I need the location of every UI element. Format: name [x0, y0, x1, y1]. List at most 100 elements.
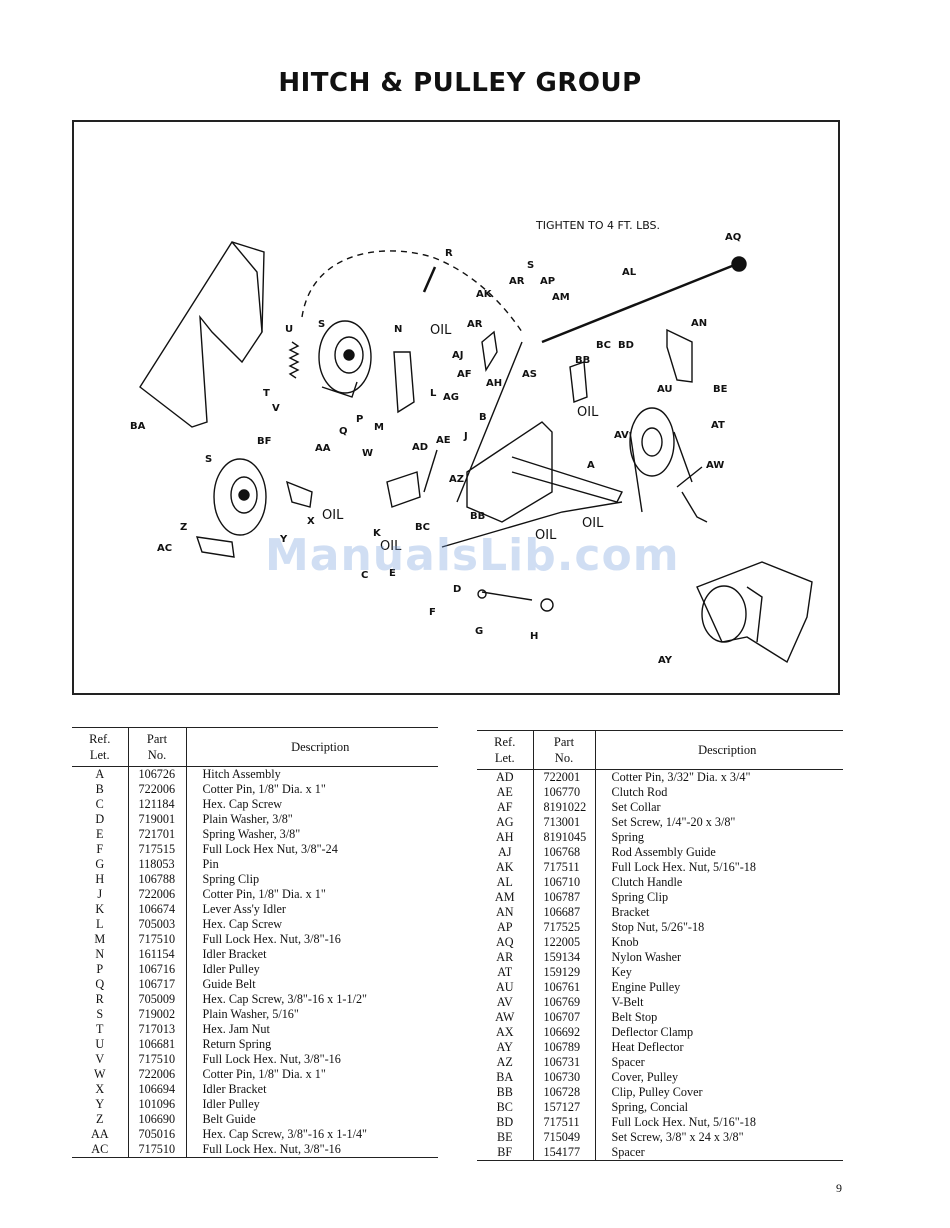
part-description: Rod Assembly Guide [611, 845, 716, 859]
oil-label: OIL [582, 516, 604, 531]
ref-letter: K [72, 902, 129, 917]
callout-label: AH [486, 378, 502, 389]
part-number: 106707 [533, 1010, 596, 1025]
part-description: Return Spring [202, 1037, 272, 1051]
callout-label: S [205, 454, 212, 465]
part-description: Spacer [611, 1145, 645, 1159]
ref-letter: AA [72, 1127, 129, 1142]
ref-letter: AK [477, 860, 534, 875]
part-number: 159134 [533, 950, 596, 965]
part-number: 106674 [128, 902, 187, 917]
part-number: 122005 [533, 935, 596, 950]
part-description: Idler Pulley [202, 1097, 260, 1111]
part-description: Bracket [611, 905, 650, 919]
callout-label: AP [540, 276, 555, 287]
ref-letter: AE [477, 785, 534, 800]
ref-letter: G [72, 857, 129, 872]
part-number: 717515 [128, 842, 187, 857]
part-number: 106716 [128, 962, 187, 977]
part-description: Cotter Pin, 1/8" Dia. x 1" [202, 1067, 326, 1081]
ref-letter: A [72, 766, 129, 782]
callout-label: H [530, 631, 538, 642]
part-description: Guide Belt [202, 977, 256, 991]
callout-label: K [373, 528, 382, 539]
page-number: 9 [836, 1181, 842, 1195]
part-description: Deflector Clamp [611, 1025, 694, 1039]
callout-label: S [318, 319, 325, 330]
torque-note: TIGHTEN TO 4 FT. LBS. [535, 219, 660, 232]
part-number: 161154 [128, 947, 187, 962]
part-number: 106761 [533, 980, 596, 995]
oil-label: OIL [577, 405, 599, 420]
part-number: 8191045 [533, 830, 596, 845]
part-number: 106726 [128, 766, 187, 782]
part-description: Knob [611, 935, 639, 949]
callout-label: AZ [449, 474, 464, 485]
part-description: Hex. Jam Nut [202, 1022, 270, 1036]
callout-label: AT [711, 420, 725, 431]
part-description: Heat Deflector [611, 1040, 684, 1054]
callout-label: AE [436, 435, 451, 446]
part-number: 106788 [128, 872, 187, 887]
callout-label: AG [443, 392, 459, 403]
part-description: Clutch Handle [611, 875, 683, 889]
part-number: 705003 [128, 917, 187, 932]
callout-label: U [285, 324, 293, 335]
callout-label: AM [552, 292, 570, 303]
callout-label: D [453, 584, 461, 595]
diagram-drawing: R S AR AP AM AL AQ AK AN U S N AR AJ AS … [130, 219, 813, 666]
callout-label: W [362, 448, 373, 459]
callout-label: AJ [452, 350, 463, 361]
callout-label: P [356, 414, 363, 425]
callout-label: J [463, 431, 468, 442]
ref-letter: AH [477, 830, 534, 845]
part-number: 715049 [533, 1130, 596, 1145]
callout-label: AU [657, 384, 673, 395]
ref-letter: AG [477, 815, 534, 830]
pulley-cover-shape [139, 241, 265, 428]
part-description: Clutch Rod [611, 785, 668, 799]
ref-letter: BE [477, 1130, 534, 1145]
ref-header: Ref.Let. [72, 727, 129, 767]
part-description: Plain Washer, 5/16" [202, 1007, 299, 1021]
part-number: 154177 [533, 1145, 596, 1161]
page-title: HITCH & PULLEY GROUP [278, 68, 642, 98]
callout-label: AS [522, 369, 537, 380]
callout-label: AW [706, 460, 724, 471]
ref-letter: AZ [477, 1055, 534, 1070]
ref-letter: AP [477, 920, 534, 935]
ref-letter: AV [477, 995, 534, 1010]
ref-letter: BD [477, 1115, 534, 1130]
callout-label: AR [509, 276, 525, 287]
part-description: Cotter Pin, 3/32" Dia. x 3/4" [611, 770, 751, 784]
ref-letter: AU [477, 980, 534, 995]
callout-label: AK [476, 289, 493, 300]
part-description: Belt Stop [611, 1010, 658, 1024]
ref-letter: AW [477, 1010, 534, 1025]
ref-letter: W [72, 1067, 129, 1082]
ref-letter: N [72, 947, 129, 962]
